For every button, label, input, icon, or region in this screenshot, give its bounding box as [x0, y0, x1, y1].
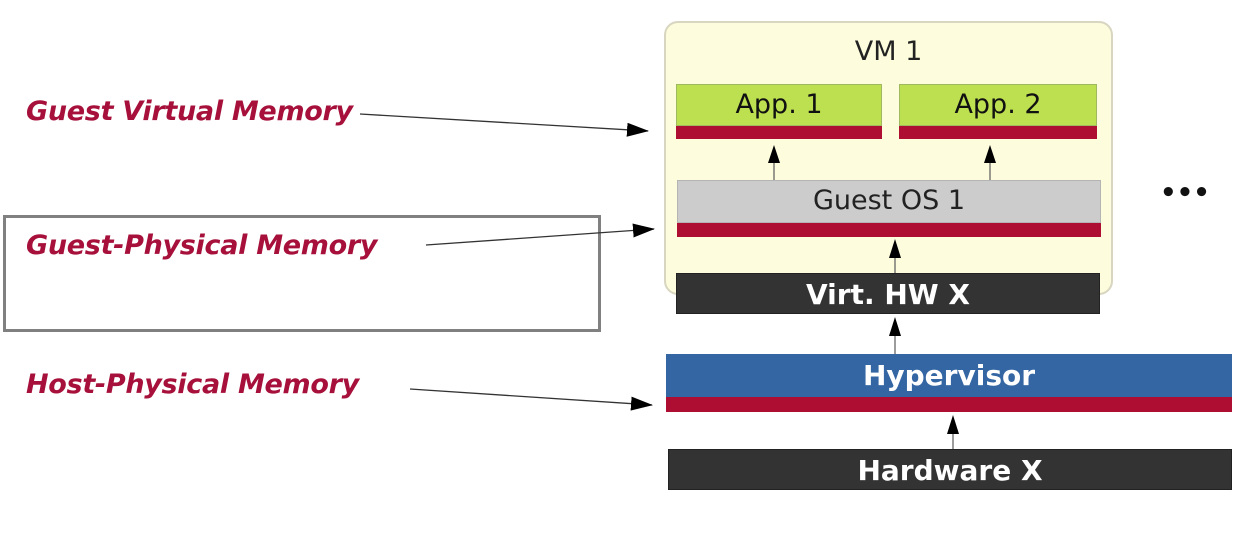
vm-container	[664, 21, 1113, 295]
hypervisor-block: Hypervisor	[666, 354, 1232, 397]
label-host-physical-memory: Host-Physical Memory	[26, 369, 359, 400]
hardware-block: Hardware X	[668, 449, 1232, 490]
guest-os-block: Guest OS 1	[677, 180, 1101, 223]
arrow-guest-physical	[425, 223, 655, 246]
arrowhead-guestos	[889, 239, 901, 258]
arrow-guest-virtual	[359, 113, 649, 137]
label-guest-physical-memory: Guest-Physical Memory	[26, 230, 378, 261]
guest-os-memory-stripe	[677, 223, 1101, 237]
arrowhead-app1	[768, 145, 780, 163]
app-2-memory-stripe	[899, 126, 1097, 139]
arrow-host-physical	[409, 388, 653, 411]
more-vms-ellipsis: •••	[1160, 178, 1210, 208]
app-1-block: App. 1	[676, 84, 882, 126]
hypervisor-memory-stripe	[666, 397, 1232, 412]
label-guest-virtual-memory: Guest Virtual Memory	[26, 96, 353, 127]
app-2-block: App. 2	[899, 84, 1097, 126]
app-1-memory-stripe	[676, 126, 882, 139]
arrowhead-app2	[984, 145, 996, 163]
highlight-box	[3, 215, 601, 332]
arrowhead-virthw	[889, 317, 901, 336]
arrowhead-hypervisor	[947, 415, 959, 434]
virt-hw-block: Virt. HW X	[676, 273, 1100, 314]
vm-title: VM 1	[854, 36, 923, 67]
